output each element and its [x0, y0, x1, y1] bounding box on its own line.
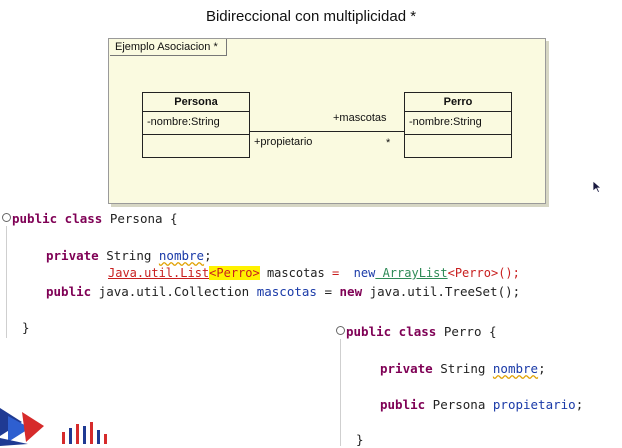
editor-gutter-line-perro [340, 339, 341, 446]
association-line[interactable] [249, 131, 404, 132]
multiplicity-star: * [386, 137, 391, 149]
university-logo-icon [0, 408, 107, 446]
class-name-persona: Persona [143, 93, 249, 112]
code-line-persona-close: } [22, 320, 30, 335]
mouse-cursor-icon [592, 180, 603, 194]
attribute-perro-nombre: -nombre:String [405, 112, 511, 135]
code-line-persona-nombre: private String nombre; [46, 248, 212, 263]
code-line-perro-nombre: private String nombre; [380, 361, 546, 376]
code-line-perro-close: } [356, 432, 364, 447]
diagram-tab[interactable]: Ejemplo Asociacion * [110, 39, 227, 56]
attribute-persona-nombre: -nombre:String [143, 112, 249, 135]
code-line-persona-list: Java.util.List<Perro> mascotas = new Arr… [108, 266, 520, 280]
editor-gutter-line [6, 226, 7, 338]
role-propietario: +propietario [254, 136, 313, 148]
operations-compartment-perro [405, 135, 511, 157]
fold-marker-perro-icon[interactable] [336, 326, 345, 335]
operations-compartment-persona [143, 135, 249, 157]
fold-marker-persona-icon[interactable] [2, 213, 11, 222]
code-line-perro-propietario: public Persona propietario; [380, 397, 584, 412]
generic-highlight: <Perro> [209, 266, 260, 280]
code-line-class-persona: public class Persona { [12, 211, 178, 226]
role-mascotas: +mascotas [333, 112, 387, 124]
slide-title: Bidireccional con multiplicidad * [205, 8, 417, 25]
class-name-perro: Perro [405, 93, 511, 112]
code-line-persona-collection: public java.util.Collection mascotas = n… [46, 284, 521, 299]
code-line-class-perro: public class Perro { [346, 324, 497, 339]
class-box-persona[interactable]: Persona -nombre:String [142, 92, 250, 158]
class-box-perro[interactable]: Perro -nombre:String [404, 92, 512, 158]
